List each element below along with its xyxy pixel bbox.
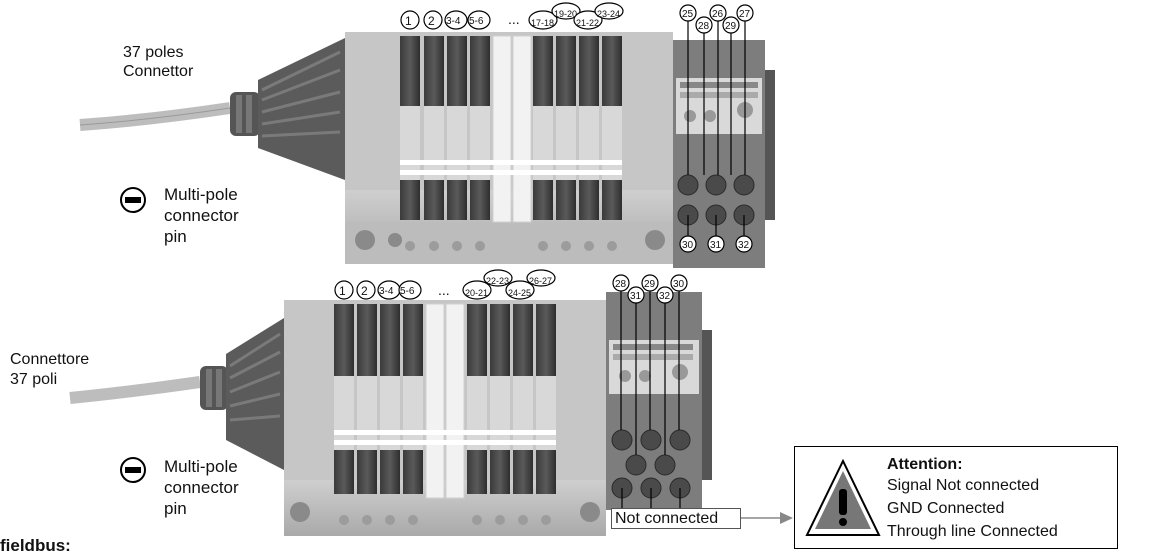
- bottom-connector-label-2: 37 poli: [10, 370, 57, 389]
- top-pin-label-1: Multi-pole: [164, 185, 238, 204]
- top-connector-label-2: Connettor: [123, 62, 193, 81]
- callout-5-6: 5-6: [469, 13, 483, 31]
- footer-text: fieldbus:: [0, 536, 71, 556]
- callout-25: 25: [682, 6, 693, 24]
- attention-line-2: GND Connected: [887, 500, 1004, 518]
- callout-2: 2: [428, 12, 435, 30]
- callout-b-2: 2: [361, 282, 368, 300]
- callout-29: 29: [725, 18, 736, 36]
- attention-line-3: Through line Connected: [887, 523, 1058, 541]
- not-connected-label: Not connected: [611, 508, 741, 529]
- callout-b-26-27: 26-27: [529, 272, 552, 290]
- callout-b-28: 28: [615, 276, 626, 294]
- callout-b-3-4: 3-4: [379, 283, 393, 301]
- bottom-connector-label-1: Connettore: [10, 350, 89, 369]
- callout-17-18: 17-18: [531, 14, 554, 32]
- attention-line-1: Signal Not connected: [887, 477, 1039, 495]
- callout-21-22: 21-22: [576, 14, 599, 32]
- attention-title: Attention:: [887, 456, 963, 474]
- callout-b-31: 31: [630, 288, 641, 306]
- callout-b-30: 30: [673, 276, 684, 294]
- callout-28: 28: [698, 18, 709, 36]
- top-pin-label-3: pin: [164, 227, 187, 246]
- callout-31: 31: [710, 237, 721, 255]
- bottom-ellipsis: ...: [438, 281, 450, 299]
- callout-32: 32: [738, 237, 749, 255]
- top-connector-label-1: 37 poles: [123, 43, 184, 62]
- callout-23-24: 23-24: [597, 5, 620, 23]
- callout-b-22-23: 22-23: [486, 272, 509, 290]
- callout-b-20-21: 20-21: [465, 284, 488, 302]
- callout-1: 1: [405, 12, 412, 30]
- multi-pole-pin-icon-bottom: [120, 457, 146, 483]
- callout-b-32: 32: [659, 288, 670, 306]
- callout-30: 30: [682, 237, 693, 255]
- bottom-pin-label-2: connector: [164, 478, 239, 497]
- not-connected-arrow: [741, 512, 793, 524]
- bottom-pin-label-3: pin: [164, 499, 187, 518]
- callout-3-4: 3-4: [446, 13, 460, 31]
- callout-b-29: 29: [644, 276, 655, 294]
- top-ellipsis: ...: [508, 10, 520, 28]
- callout-26: 26: [712, 6, 723, 24]
- callout-19-20: 19-20: [554, 5, 577, 23]
- callout-27: 27: [739, 6, 750, 24]
- callout-b-24-25: 24-25: [508, 284, 531, 302]
- callout-b-1: 1: [339, 282, 346, 300]
- callout-b-5-6: 5-6: [400, 283, 414, 301]
- attention-box: Attention: Signal Not connected GND Conn…: [794, 446, 1118, 549]
- warning-icon: [803, 455, 883, 545]
- bottom-pin-label-1: Multi-pole: [164, 457, 238, 476]
- multi-pole-pin-icon-top: [120, 187, 146, 213]
- top-pin-label-2: connector: [164, 206, 239, 225]
